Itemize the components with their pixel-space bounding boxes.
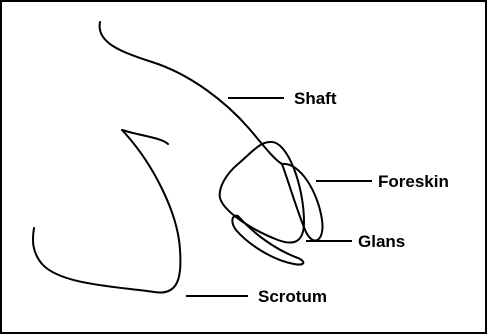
scrotum-label: Scrotum	[258, 287, 327, 306]
diagram-canvas: Shaft Foreskin Glans Scrotum	[2, 2, 485, 332]
foreskin-label: Foreskin	[378, 172, 449, 191]
shaft-outline	[100, 22, 282, 164]
scrotum-outline	[33, 130, 180, 293]
shaft-label: Shaft	[294, 89, 337, 108]
glans-label: Glans	[358, 232, 405, 251]
